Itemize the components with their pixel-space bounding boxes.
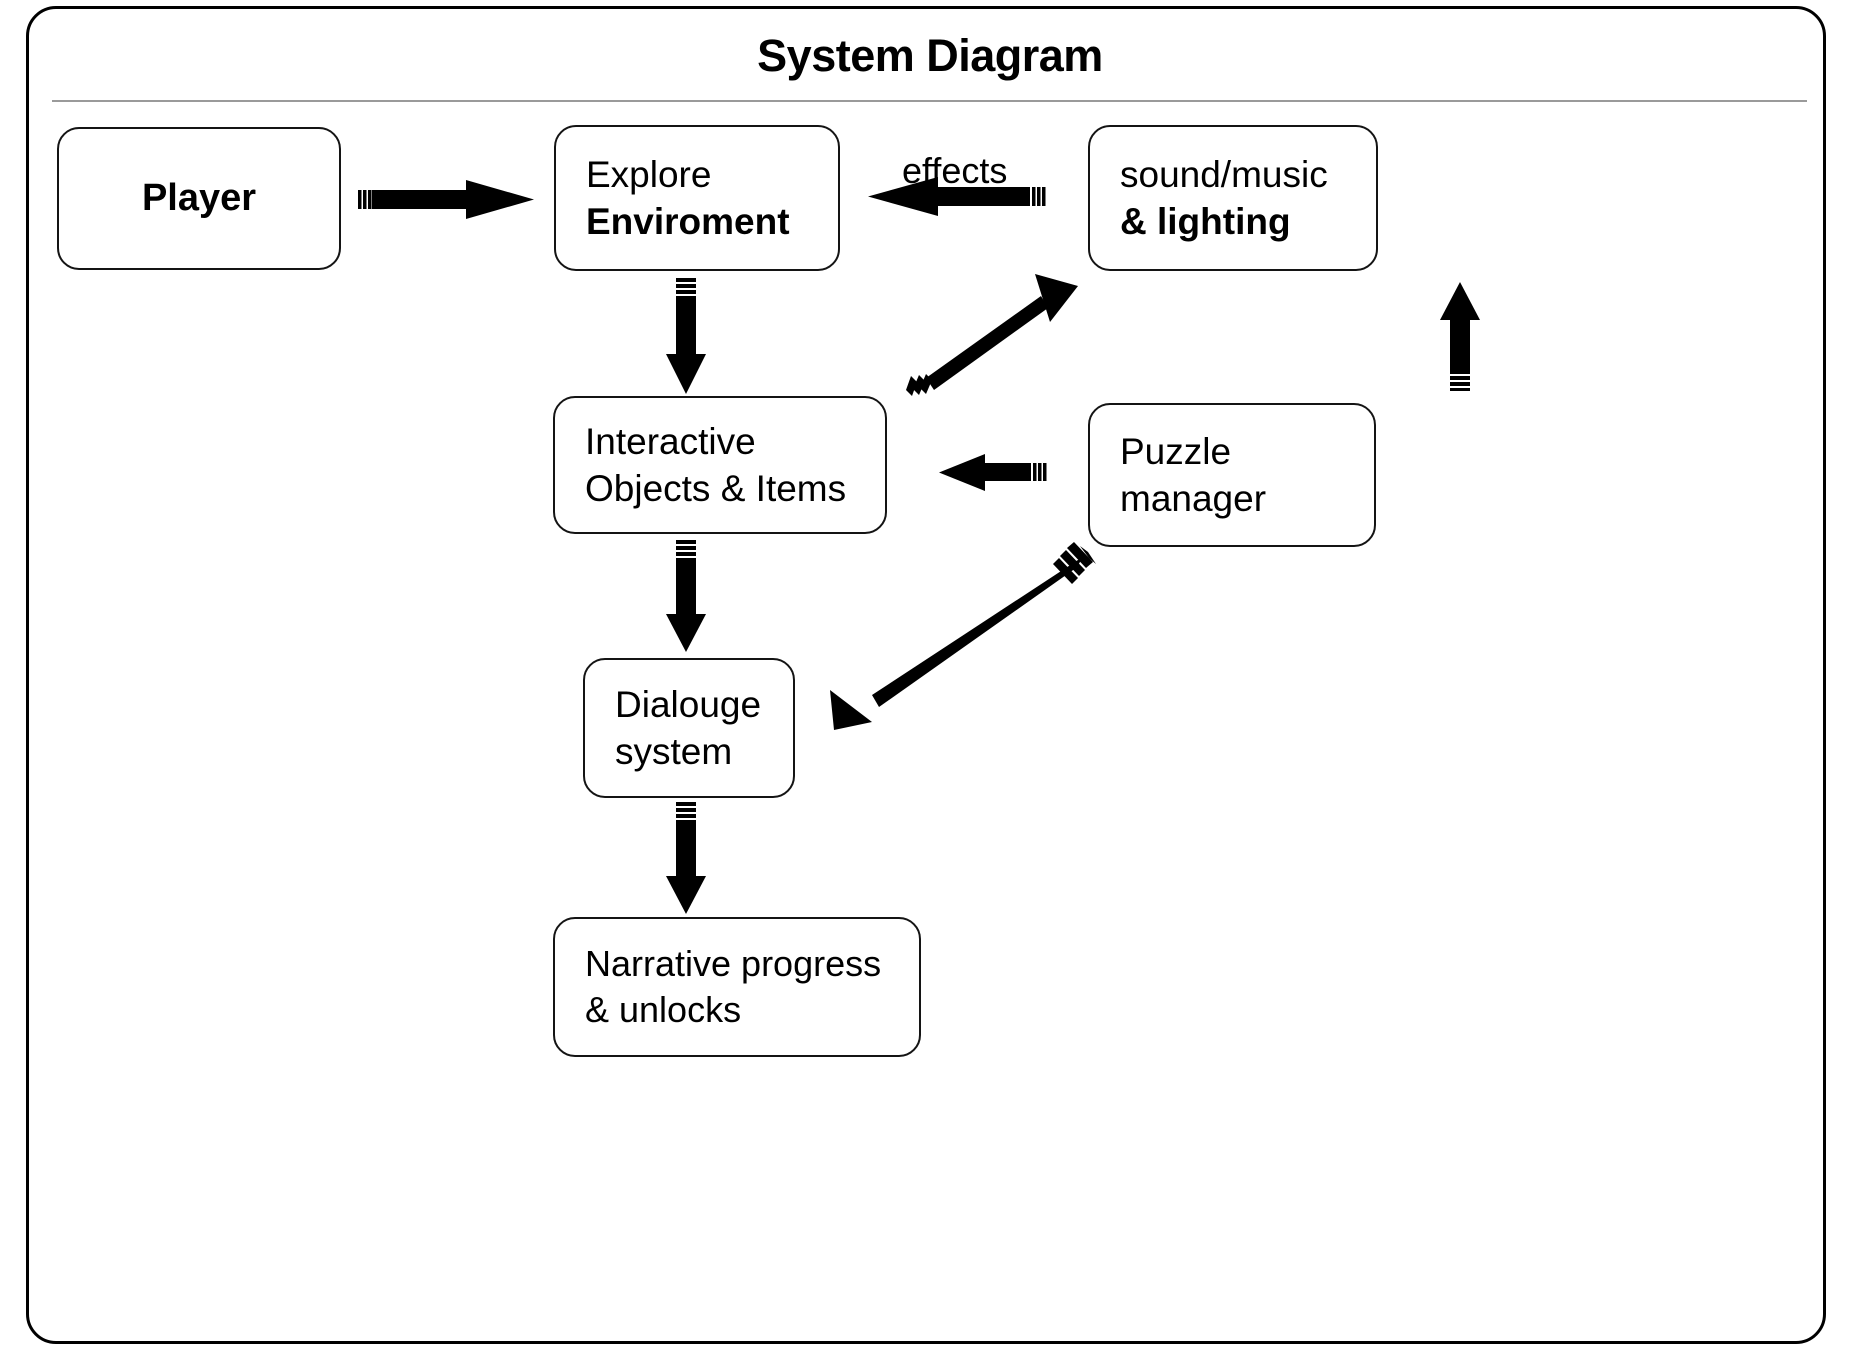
node-interactive-line-2: Objects & Items (585, 468, 847, 509)
node-puzzle-manager[interactable]: Puzzle manager (1088, 403, 1376, 547)
node-puzzle-line-2: manager (1120, 478, 1267, 519)
arrow-sound-to-explore-icon (862, 175, 1050, 219)
node-interactive-objects-items[interactable]: Interactive Objects & Items (553, 396, 887, 534)
arrow-player-to-explore-icon (358, 178, 538, 222)
node-player[interactable]: Player (57, 127, 341, 270)
arrow-interactive-to-sound-icon (900, 272, 1090, 397)
node-sound-music-lighting[interactable]: sound/music & lighting (1088, 125, 1378, 271)
arrow-explore-to-interactive-icon (660, 278, 712, 398)
node-dialogue-line-1: Dialouge (615, 683, 762, 725)
arrow-puzzle-to-sound-icon (1434, 280, 1486, 391)
node-dialogue-line-2: system (615, 731, 733, 772)
page-title: System Diagram (757, 30, 1103, 81)
node-explore-line-1: Explore (586, 153, 712, 195)
node-puzzle-line-1: Puzzle (1120, 430, 1232, 472)
arrow-puzzle-to-interactive-icon (935, 452, 1050, 494)
node-sound-line-2: & lighting (1120, 201, 1291, 242)
node-interactive-line-1: Interactive (585, 420, 756, 462)
node-explore-line-2: Enviroment (586, 201, 790, 242)
node-narrative-progress-unlocks[interactable]: Narrative progress & unlocks (553, 917, 921, 1057)
node-narrative-line-1: Narrative progress (585, 942, 882, 984)
node-player-label: Player (141, 177, 257, 220)
arrow-puzzle-to-dialogue-icon (808, 540, 1098, 730)
node-sound-line-1: sound/music (1120, 153, 1328, 195)
title-divider (52, 100, 1807, 102)
node-explore-enviroment[interactable]: Explore Enviroment (554, 125, 840, 271)
node-narrative-line-2: & unlocks (585, 989, 742, 1030)
arrow-interactive-to-dialogue-icon (660, 540, 712, 656)
node-dialouge-system[interactable]: Dialouge system (583, 658, 795, 798)
arrow-dialogue-to-narrative-icon (660, 802, 712, 918)
